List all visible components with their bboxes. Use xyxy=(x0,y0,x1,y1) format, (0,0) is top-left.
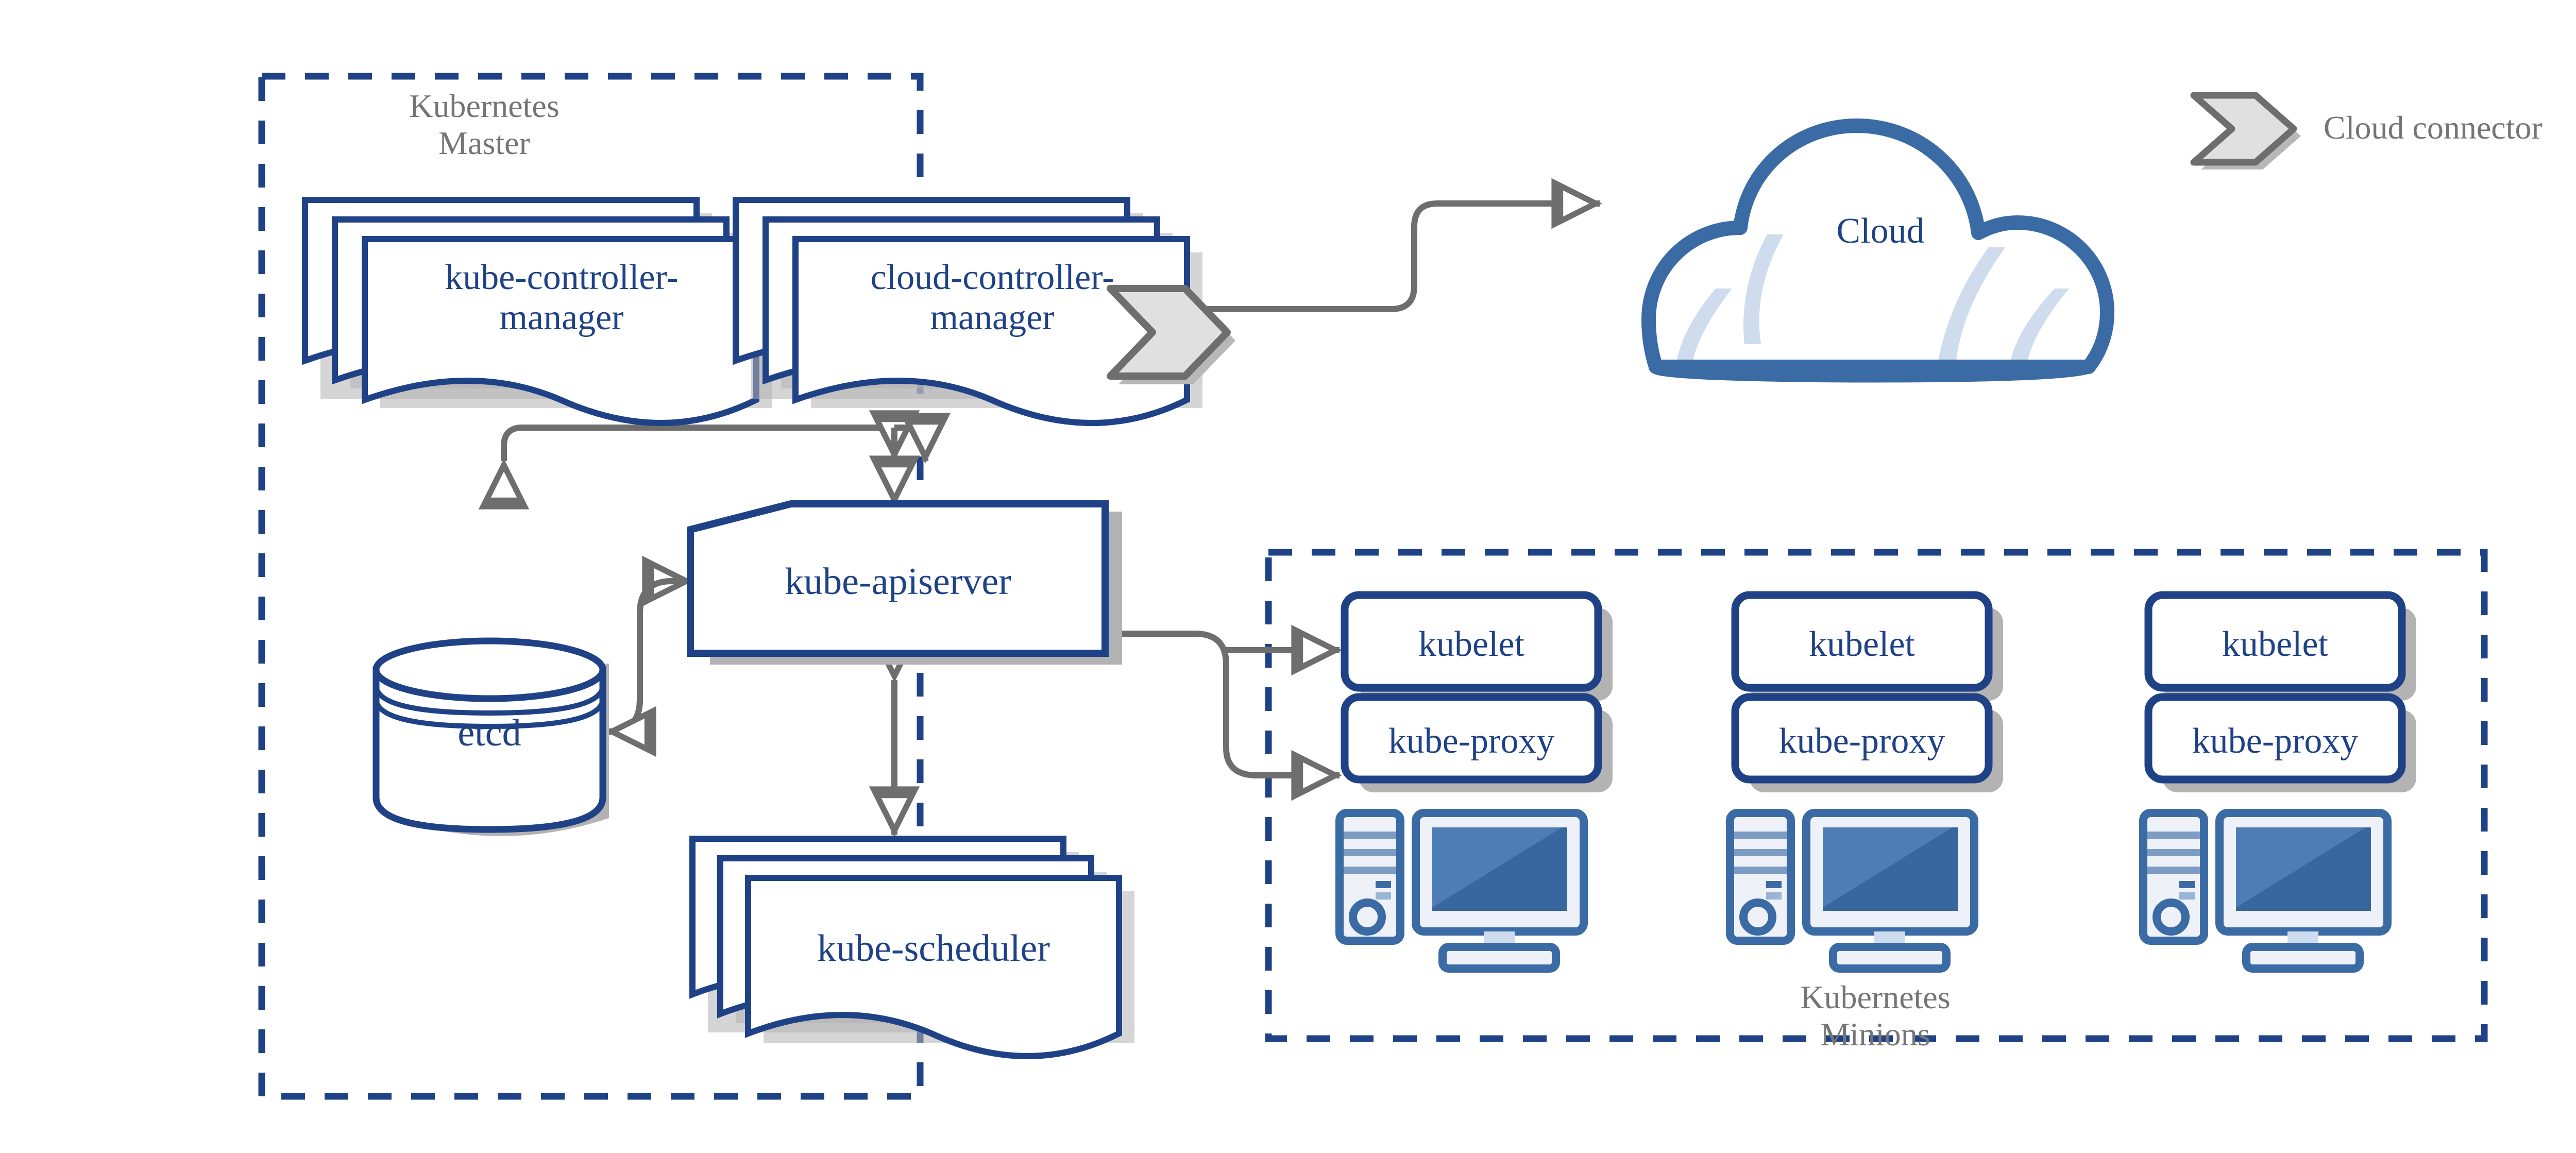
minions-group-label-line1: Kubernetes xyxy=(1800,979,1951,1015)
connector-etcd-apiserver xyxy=(605,555,693,757)
minion-node-3 xyxy=(2139,591,2416,973)
computer-icon xyxy=(1335,809,1588,973)
connector-controllers-to-apiserver xyxy=(478,410,951,510)
cloud-controller-manager-shape xyxy=(733,197,1202,426)
kube-scheduler-shape xyxy=(689,836,1134,1059)
cloud-connector-legend-label: Cloud connector xyxy=(2324,109,2543,146)
kube-apiserver-shape xyxy=(687,500,1122,665)
master-group-label-line2: Master xyxy=(438,124,530,161)
cloud-shape xyxy=(1641,118,2114,383)
master-group-label-line1: Kubernetes xyxy=(409,88,560,124)
etcd-shape xyxy=(372,637,609,836)
computer-icon xyxy=(2139,809,2392,973)
cloud-connector-icon xyxy=(2190,92,2301,169)
connector-apiserver-to-minions xyxy=(1064,608,1342,801)
kubernetes-minions-boundary xyxy=(1265,549,2488,1042)
minions-group-label-line2: Minions xyxy=(1820,1015,1930,1053)
connector-cloudcm-to-cloud xyxy=(1170,178,1602,312)
minions-group-label: Kubernetes Minions xyxy=(1721,979,2030,1053)
master-group-label: Kubernetes Master xyxy=(330,88,639,161)
minion-node-1 xyxy=(1335,591,1613,973)
cloud-connector-icon-inline xyxy=(1107,285,1235,384)
computer-icon xyxy=(1726,809,1978,973)
kube-controller-manager-shape xyxy=(302,197,772,426)
minion-node-2 xyxy=(1726,591,2003,973)
